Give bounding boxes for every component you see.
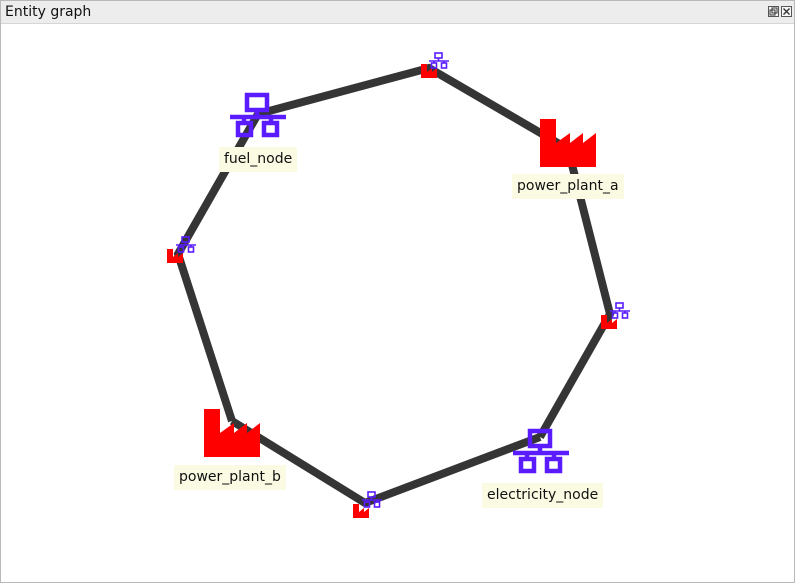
- node-label-electricity-node[interactable]: electricity_node: [482, 483, 604, 508]
- node-label-fuel-node[interactable]: fuel_node: [219, 147, 298, 172]
- connection-edge[interactable]: [536, 148, 615, 439]
- graph-canvas[interactable]: fuel_node power_plant_a electricity_node…: [1, 24, 794, 582]
- float-window-icon[interactable]: [768, 6, 779, 17]
- network-icon[interactable]: [230, 95, 286, 135]
- factory-icon[interactable]: [540, 119, 596, 167]
- node-label-power-plant-a[interactable]: power_plant_a: [512, 174, 624, 199]
- window-title: Entity graph: [5, 4, 92, 20]
- network-icon: [428, 52, 450, 69]
- close-window-icon[interactable]: [781, 6, 792, 17]
- node-label-power-plant-b[interactable]: power_plant_b: [174, 465, 286, 490]
- network-icon: [609, 302, 631, 319]
- window-titlebar: Entity graph: [1, 1, 794, 24]
- connection-edge[interactable]: [256, 63, 571, 153]
